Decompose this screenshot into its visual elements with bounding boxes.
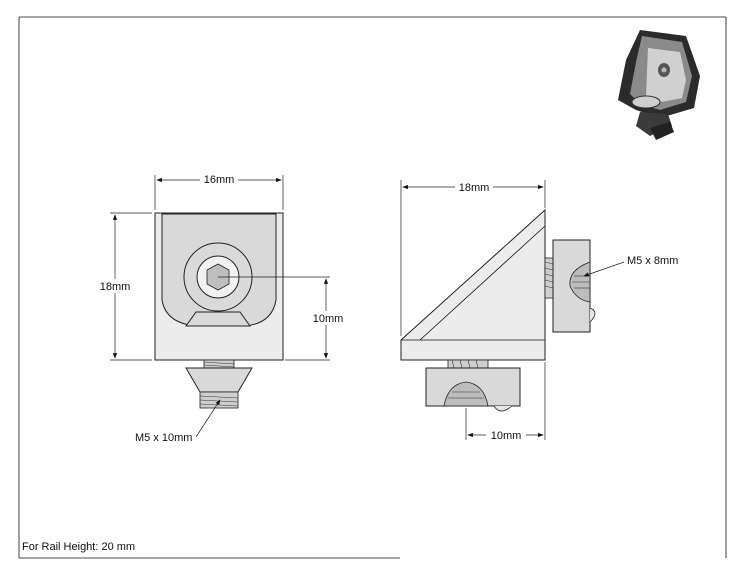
sheet-border [18,16,727,559]
rail-height-note: For Rail Height: 20 mm [22,541,135,553]
front-screw-label: M5 x 10mm [135,432,192,444]
side-view [400,208,596,412]
side-width-label: 18mm [459,182,490,194]
front-dim-width: 16mm [154,172,284,210]
side-bottom-width-label: 10mm [491,430,522,442]
front-view [154,212,284,409]
side-dim-bottom-width: 10mm [465,362,546,442]
front-height-label: 18mm [100,281,131,293]
front-half-height-label: 10mm [313,313,344,325]
front-dim-height: 18mm [96,212,152,361]
side-dim-width: 18mm [400,180,546,336]
front-width-label: 16mm [204,174,235,186]
side-screw-callout: M5 x 8mm [583,255,678,277]
front-screw-callout: M5 x 10mm [135,399,221,444]
isometric-view [618,30,700,140]
side-screw-label: M5 x 8mm [627,255,678,267]
front-dim-half-height: 10mm [218,276,349,361]
